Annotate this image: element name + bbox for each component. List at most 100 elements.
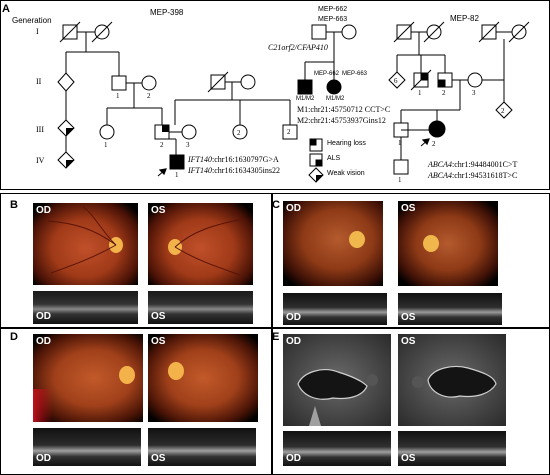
f1-II-weak-vision — [57, 72, 75, 92]
optic-disc — [119, 366, 135, 384]
optic-disc — [349, 231, 365, 248]
num-f3-II-6: 6 — [394, 77, 398, 85]
label-od: OD — [286, 203, 301, 214]
oct-scan-b-od: OD — [33, 291, 138, 324]
gen-label-II: II — [36, 77, 42, 86]
f1-III-sib-female — [232, 124, 248, 140]
panel-label-a: A — [2, 3, 10, 15]
family-id-mep398: MEP-398 — [150, 8, 184, 17]
label-od: OD — [36, 205, 51, 216]
fundus-image-d-os: OS — [148, 334, 258, 422]
num-f1-III-2: 2 — [160, 141, 164, 149]
f3-III-diamond — [495, 101, 513, 119]
num-f1-II-2: 2 — [147, 92, 151, 100]
retinal-vessels — [174, 218, 244, 276]
f2-I-2-female — [341, 24, 357, 40]
legend-als: ALS — [327, 155, 341, 162]
retinal-vessels — [47, 206, 117, 274]
num-f3-II-3: 3 — [472, 89, 476, 97]
oct-scan-c-os: OS — [398, 293, 502, 325]
label-od: OD — [286, 312, 301, 323]
num-f3-III-1: 1 — [398, 139, 402, 147]
legend-hearing-loss: Hearing loss — [327, 140, 366, 147]
panel-label-d: D — [10, 331, 18, 343]
oct-scan-d-os: OS — [148, 428, 256, 466]
panel-label-b: B — [10, 199, 18, 211]
f1-variant-2: IFT140:chr16:1634305ins22 — [188, 166, 280, 175]
label-os: OS — [401, 336, 416, 347]
f1-II-1-male — [111, 75, 127, 91]
label-os: OS — [151, 205, 166, 216]
family2-gene: C21orf2/CFAP410 — [268, 43, 328, 52]
label-od: OD — [36, 311, 51, 322]
family-id-mep662: MEP-662 — [318, 6, 348, 13]
label-os: OS — [151, 336, 166, 347]
f3-variant-2: ABCA4:chr1:94531618T>C — [428, 171, 518, 180]
oct-scan-e-os: OS — [398, 431, 506, 466]
label-od: OD — [36, 453, 51, 464]
optic-disc — [423, 235, 439, 252]
f2-child-label-662: MEP-662 — [314, 71, 340, 77]
fundus-image-c-od: OD — [283, 201, 383, 286]
label-os: OS — [151, 453, 166, 464]
f3-III-2-proband — [428, 120, 446, 138]
family-id-mep82: MEP-82 — [450, 14, 479, 23]
legend-weak-vision: Weak vision — [327, 170, 365, 177]
f2-mutation-m2: M2:chr21:45753937Gins12 — [297, 116, 386, 125]
label-os: OS — [401, 453, 416, 464]
gen-label-IV: IV — [36, 156, 45, 165]
f1-variant-1: IFT140:chr16:1630797G>A — [188, 155, 279, 164]
num-f1-III-1: 1 — [104, 141, 108, 149]
label-os: OS — [151, 311, 166, 322]
num-f1-IV-1: 1 — [175, 171, 179, 179]
f1-IV-1-proband — [169, 154, 185, 170]
num-f1-III-3: 3 — [186, 141, 190, 149]
label-od: OD — [286, 453, 301, 464]
f2-mutation-m1: M1:chr21:45750712 CCT>C — [297, 105, 391, 114]
f2-child-label-663: MEP-663 — [342, 71, 368, 77]
fundus-image-b-os: OS — [148, 203, 253, 285]
f3-II-3-female — [467, 72, 483, 88]
autofluorescence-image-e-od: OD — [283, 334, 391, 426]
label-od: OD — [286, 336, 301, 347]
pedigree-diagram — [57, 21, 530, 183]
f3-variant-1: ABCA4:chr1:94484001C>T — [428, 160, 518, 169]
panel-b-frame — [0, 193, 272, 328]
f1-II-2-female — [141, 75, 157, 91]
label-os: OS — [401, 312, 416, 323]
red-artifact — [33, 389, 53, 422]
num-f1-II-1: 1 — [116, 92, 120, 100]
label-os: OS — [401, 203, 416, 214]
family-id-mep663: MEP-663 — [318, 16, 348, 23]
num-f3-IV-1: 1 — [398, 176, 402, 184]
panel-label-e: E — [272, 331, 280, 343]
oct-scan-c-od: OD — [283, 293, 387, 325]
f1-III-1-female — [99, 124, 115, 140]
num-f3-III-2: 2 — [432, 140, 436, 148]
generation-title: Generation — [12, 16, 52, 25]
label-od: OD — [36, 336, 51, 347]
f2-II-1-affected-male — [297, 79, 313, 95]
num-f3-II-2: 2 — [442, 89, 446, 97]
atrophy-lesion — [297, 369, 378, 426]
f2-I-1-male — [311, 24, 327, 40]
oct-scan-d-od: OD — [33, 428, 141, 466]
f3-II-6-diamond — [388, 71, 406, 89]
fundus-image-c-os: OS — [398, 201, 498, 286]
panel-label-c: C — [272, 199, 280, 211]
num-f3-III-3: 2 — [501, 107, 505, 115]
num-f1-III-sib2: 2 — [237, 129, 241, 137]
fundus-image-b-od: OD — [33, 203, 138, 285]
f1-III-3-female — [181, 124, 197, 140]
num-f3-II-1: 1 — [418, 89, 422, 97]
f2-genotype-662: M1/M2 — [296, 96, 315, 102]
fundus-image-d-od: OD — [33, 334, 143, 422]
gen-label-III: III — [36, 125, 44, 134]
autofluorescence-image-e-os: OS — [398, 334, 506, 426]
atrophy-lesion — [412, 365, 497, 398]
f3-IV-1-male — [393, 159, 409, 175]
f1-III-sib-male — [282, 124, 298, 140]
oct-scan-b-os: OS — [148, 291, 253, 324]
optic-disc — [168, 362, 184, 380]
gen-label-I: I — [36, 27, 39, 36]
